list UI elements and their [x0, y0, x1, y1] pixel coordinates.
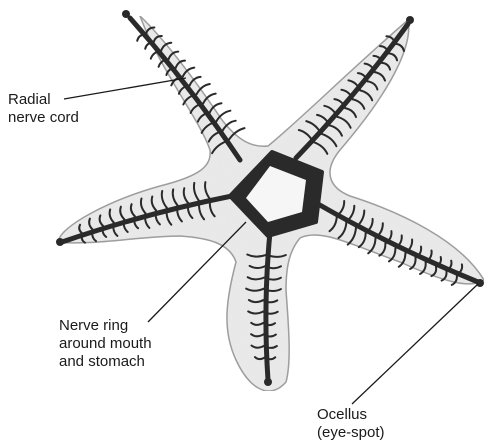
ocellus-eye-spot [122, 10, 130, 18]
label-line: and stomach [59, 353, 152, 371]
label-ocellus: Ocellus (eye-spot) [317, 406, 385, 442]
label-line: around mouth [59, 335, 152, 353]
label-line: Nerve ring [59, 317, 152, 335]
label-line: nerve cord [8, 109, 79, 127]
label-line: (eye-spot) [317, 424, 385, 442]
arm-upper-left [122, 10, 245, 160]
label-line: Radial [8, 91, 79, 109]
ocellus-eye-spot [264, 378, 272, 386]
label-nerve-ring: Nerve ring around mouth and stomach [59, 317, 152, 371]
label-radial-nerve-cord: Radial nerve cord [8, 91, 79, 127]
leader-line-radial-nerve-cord [64, 78, 186, 99]
ocellus-eye-spot [476, 279, 484, 287]
label-line: Ocellus [317, 406, 385, 424]
ocellus-eye-spot [406, 16, 414, 24]
ocellus-eye-spot [56, 238, 64, 246]
leader-line-ocellus [352, 284, 478, 404]
